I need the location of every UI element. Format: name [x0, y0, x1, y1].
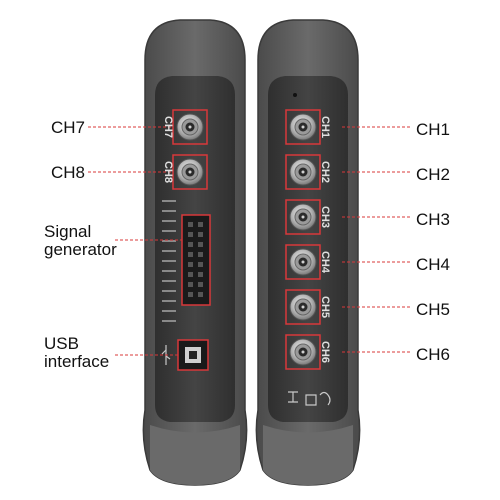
callout-ch4: CH4: [416, 255, 451, 274]
left-device-base: [150, 425, 240, 485]
bnc-connector-ch2: CH2: [285, 154, 331, 190]
device-printed-label: CH6: [319, 341, 331, 363]
bnc-connector-ch6: CH6: [285, 334, 331, 370]
device-printed-label: CH4: [319, 251, 331, 274]
callout-ch8: CH8: [51, 163, 86, 182]
right-device-base: [263, 425, 353, 485]
callout-ch6: CH6: [416, 345, 451, 364]
callout-ch1: CH1: [416, 120, 451, 139]
bnc-connector-ch1: CH1: [285, 109, 331, 145]
signal-generator-connector: [162, 200, 211, 322]
callout-ch5: CH5: [416, 300, 451, 319]
status-led: [293, 93, 297, 97]
device-printed-label: CH7: [162, 116, 174, 138]
device-printed-label: CH5: [319, 296, 331, 318]
callout-signal-generator: Signal generator: [44, 222, 117, 259]
callout-usb-interface: USB interface: [44, 334, 110, 371]
device-printed-label: CH3: [319, 206, 331, 228]
bnc-connector-ch7: CH7: [162, 109, 208, 145]
callout-ch3: CH3: [416, 210, 451, 229]
bnc-connector-ch4: CH4: [285, 244, 331, 280]
device-printed-label: CH1: [319, 116, 331, 138]
device-printed-label: CH2: [319, 161, 331, 183]
device-printed-label: CH8: [162, 161, 174, 183]
port-symbols-icon: [288, 391, 331, 406]
callout-ch7: CH7: [51, 118, 86, 137]
bnc-connector-ch5: CH5: [285, 289, 331, 325]
callout-ch2: CH2: [416, 165, 451, 184]
usb-port: [177, 339, 209, 371]
bnc-connector-ch8: CH8: [162, 154, 208, 190]
bnc-connector-ch3: CH3: [285, 199, 331, 235]
